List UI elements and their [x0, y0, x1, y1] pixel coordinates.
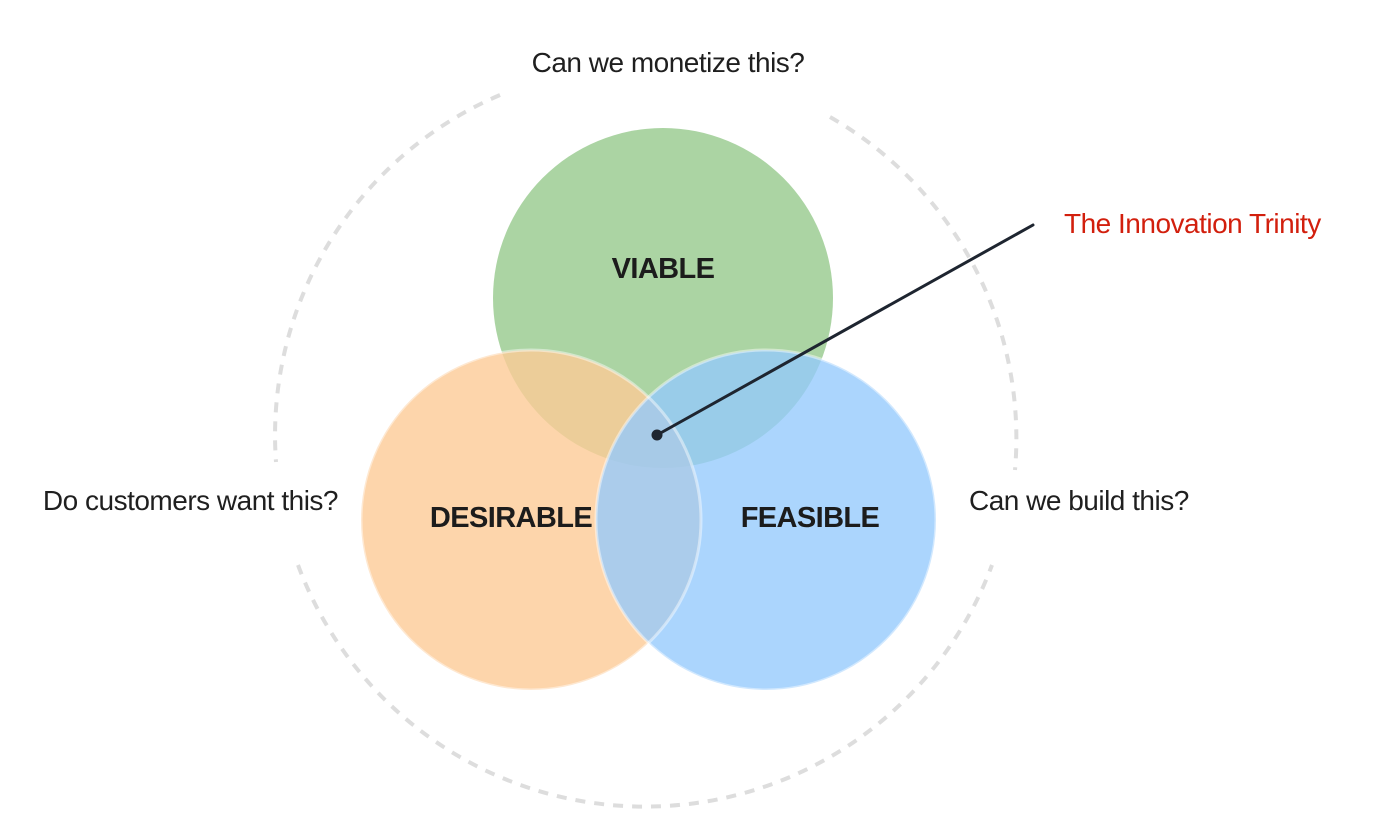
callout-title: The Innovation Trinity: [1064, 208, 1321, 239]
callout-dot: [651, 429, 663, 441]
venn-circles: [361, 128, 936, 690]
dashed-ring-arc-top-right: [829, 115, 1019, 471]
desirable-circle: [361, 350, 701, 690]
viable-label: VIABLE: [612, 253, 715, 285]
feasible-label: FEASIBLE: [741, 502, 880, 534]
dashed-ring-arc-top-left: [273, 93, 501, 463]
feasible-circle: [596, 350, 936, 690]
feasible-rim: [594, 348, 938, 692]
dashed-ring-arc-bottom: [296, 564, 994, 809]
question-right: Can we build this?: [969, 485, 1189, 516]
dashed-outer-ring: [273, 93, 1019, 809]
circle-rims: [359, 348, 938, 692]
callout-leader-line: [655, 223, 1035, 437]
question-left: Do customers want this?: [43, 485, 338, 516]
desirable-label: DESIRABLE: [430, 502, 592, 534]
desirable-rim: [359, 348, 703, 692]
question-top: Can we monetize this?: [532, 47, 805, 78]
